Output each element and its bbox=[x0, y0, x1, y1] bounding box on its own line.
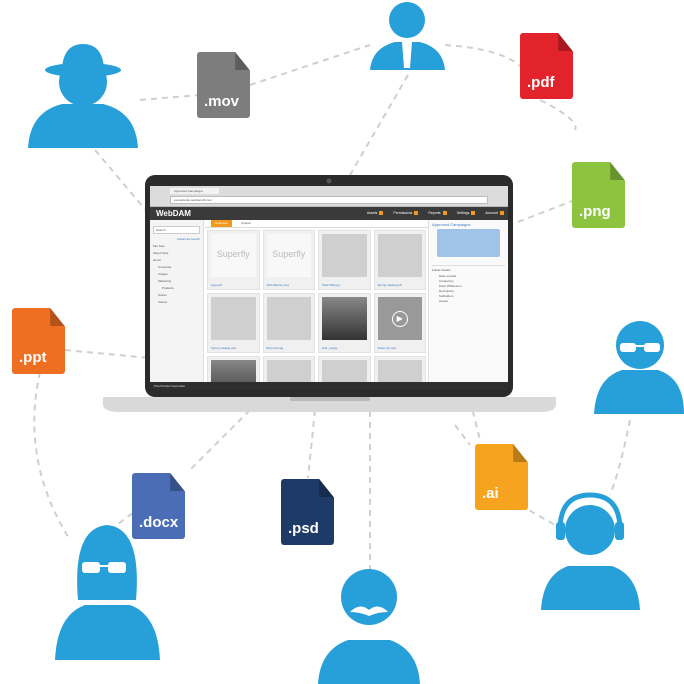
upload-button[interactable]: Upload bbox=[241, 221, 251, 225]
file-icon-ppt: .ppt bbox=[12, 308, 65, 374]
browser-chrome: Approved Campaigns examplesite.webdamdb.… bbox=[150, 186, 508, 207]
nav-assets[interactable]: Assets bbox=[367, 211, 384, 215]
file-icon-pdf: .pdf bbox=[520, 33, 573, 99]
hat-person bbox=[28, 44, 138, 148]
nav-settings[interactable]: Settings bbox=[457, 211, 476, 215]
webdam-logo[interactable]: WebDAM bbox=[156, 209, 191, 218]
asset-card[interactable]: Hair_ad.jpg bbox=[318, 293, 371, 353]
file-icon-png: .png bbox=[572, 162, 625, 228]
woman-glasses-person bbox=[55, 525, 160, 660]
file-icon-ai: .ai bbox=[475, 444, 528, 510]
mustache-person bbox=[318, 569, 420, 684]
overview-tab[interactable]: Overview bbox=[211, 220, 232, 227]
advanced-search-link[interactable]: Advanced search bbox=[176, 237, 200, 241]
file-icon-psd: .psd bbox=[281, 479, 334, 545]
nav-permissions[interactable]: Permissions bbox=[393, 211, 418, 215]
browser-tab[interactable]: Approved Campaigns bbox=[170, 188, 219, 194]
play-icon[interactable]: ▶ bbox=[391, 310, 408, 327]
app-header: WebDAM Assets Permissions Reports Settin… bbox=[150, 207, 508, 220]
asset-card[interactable]: Spring catalog.psd bbox=[207, 293, 260, 353]
glasses-person bbox=[594, 321, 684, 414]
sidebar-file-sets[interactable]: File Sets bbox=[153, 244, 165, 248]
connection-lines bbox=[33, 44, 631, 570]
folder-corporate[interactable]: Corporate bbox=[158, 265, 172, 269]
folder-products[interactable]: Products bbox=[162, 286, 174, 290]
folder-icon bbox=[437, 229, 500, 257]
nav-reports[interactable]: Reports bbox=[428, 211, 446, 215]
laptop-screen: Approved Campaigns examplesite.webdamdb.… bbox=[150, 186, 508, 390]
file-icon-mov: .mov bbox=[197, 52, 250, 118]
search-input[interactable]: Search bbox=[153, 226, 200, 234]
nav-account[interactable]: Account bbox=[485, 211, 504, 215]
file-icon-docx: .docx bbox=[132, 473, 185, 539]
details-list: Date created Created by Peter Williamson… bbox=[439, 274, 462, 303]
sidebar: Search Advanced search File Sets Saved S… bbox=[150, 220, 204, 382]
folder-stores[interactable]: Stores bbox=[158, 293, 167, 297]
headphones-person bbox=[541, 492, 640, 610]
folder-images[interactable]: Images bbox=[158, 272, 168, 276]
sidebar-saved-sets[interactable]: Saved Sets bbox=[153, 251, 169, 255]
asset-card[interactable]: Spring catalog.pdf bbox=[373, 230, 426, 290]
panel-title: Approved Campaigns bbox=[432, 222, 471, 227]
asset-card-video[interactable]: ▶Video ad.mp4 bbox=[373, 293, 426, 353]
suit-person bbox=[370, 2, 445, 70]
url-bar[interactable]: examplesite.webdamdb.com bbox=[170, 196, 488, 204]
status-bar: Pixel Perfect Generator bbox=[150, 382, 508, 390]
main-nav: Assets Permissions Reports Settings Acco… bbox=[367, 211, 504, 215]
details-panel: Approved Campaigns Folder Details Date c… bbox=[428, 220, 508, 382]
folder-details-heading: Folder Details bbox=[432, 265, 505, 272]
toolbar: Overview Upload bbox=[205, 220, 428, 228]
folder-videos[interactable]: Videos bbox=[158, 300, 168, 304]
asset-card[interactable]: Brand kit.jpg bbox=[262, 293, 315, 353]
folder-marketing[interactable]: Marketing bbox=[158, 279, 172, 283]
asset-card[interactable]: SSH7290.jpg bbox=[318, 230, 371, 290]
folder-home[interactable]: Home bbox=[153, 258, 162, 262]
